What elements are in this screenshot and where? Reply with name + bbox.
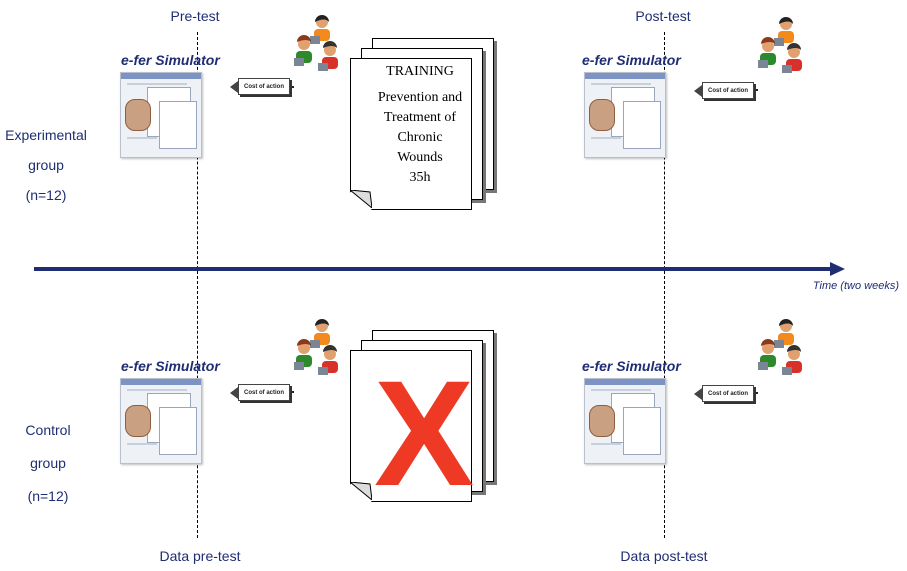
training-page-fold — [350, 190, 372, 208]
post-test-label: Post-test — [635, 8, 691, 24]
training-line-5: 35h — [409, 170, 431, 185]
users-icon-exp-pre — [294, 15, 338, 71]
timeline-arrow — [34, 262, 845, 276]
users-icon-exp-post — [758, 17, 802, 73]
post-test-dashed-line — [664, 32, 665, 538]
control-group-name: Control — [25, 422, 71, 438]
users-icon-ctrl-post — [758, 319, 802, 375]
cost-of-action-tag-exp-pre: Cost of action — [230, 78, 290, 95]
no-training-x-mark: X — [374, 349, 475, 517]
cost-of-action-tag-ctrl-pre: Cost of action — [230, 384, 290, 401]
training-line-4: Wounds — [397, 150, 443, 165]
training-text: TRAINING Prevention and Treatment of Chr… — [360, 62, 480, 188]
pre-test-dashed-line — [197, 32, 198, 538]
pre-test-label: Pre-test — [170, 8, 220, 24]
data-post-test-label: Data post-test — [620, 548, 708, 564]
simulator-title-ctrl-pre: e-fer Simulator — [121, 358, 220, 374]
training-page-front — [350, 58, 472, 210]
training-line-2: Treatment of — [383, 110, 457, 125]
timeline-label: Time (two weeks) — [812, 280, 899, 292]
control-group-label: Control group (n=12) — [8, 414, 88, 513]
training-title: TRAINING — [386, 64, 454, 79]
no-training-document-stack: X — [350, 330, 500, 522]
users-icon-ctrl-pre — [294, 319, 338, 375]
simulator-screenshot-exp-pre — [120, 72, 202, 158]
cost-of-action-tag-ctrl-post: Cost of action — [694, 385, 754, 402]
data-pre-test-label: Data pre-test — [159, 548, 241, 564]
experimental-group-label: Experimental group (n=12) — [0, 120, 92, 210]
simulator-screenshot-ctrl-pre — [120, 378, 202, 464]
no-training-page-front — [350, 350, 472, 502]
simulator-screenshot-ctrl-post — [584, 378, 666, 464]
simulator-title-exp-post: e-fer Simulator — [582, 52, 681, 68]
simulator-screenshot-exp-post — [584, 72, 666, 158]
control-group-word: group — [30, 455, 66, 471]
simulator-title-ctrl-post: e-fer Simulator — [582, 358, 681, 374]
training-line-3: Chronic — [397, 130, 443, 145]
simulator-title-exp-pre: e-fer Simulator — [121, 52, 220, 68]
experimental-group-n: (n=12) — [25, 187, 67, 203]
experimental-group-name: Experimental — [5, 127, 87, 143]
training-document-stack: TRAINING Prevention and Treatment of Chr… — [350, 24, 500, 216]
no-training-page-fold — [350, 482, 372, 500]
cost-of-action-tag-exp-post: Cost of action — [694, 82, 754, 99]
control-group-n: (n=12) — [27, 488, 69, 504]
training-line-1: Prevention and — [377, 90, 463, 105]
experimental-group-word: group — [28, 157, 64, 173]
